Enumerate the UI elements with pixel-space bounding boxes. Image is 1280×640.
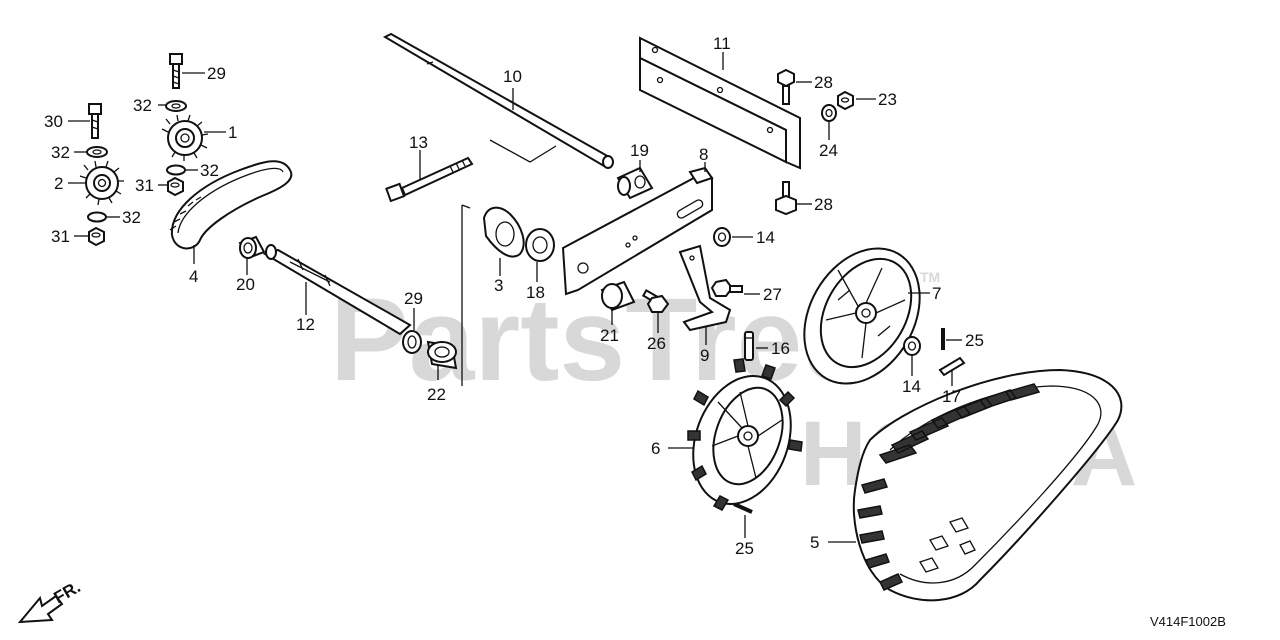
callout-25-lower: 25 [735,539,754,558]
callout-20: 20 [236,275,255,294]
part-2-sprocket [79,160,124,206]
part-30-bolt-top [169,53,183,89]
callout-16: 16 [771,339,790,358]
part-11-bracket [639,36,801,170]
callout-25-upper: 25 [965,331,984,350]
callout-3: 3 [494,276,503,295]
callout-23: 23 [878,90,897,109]
callout-32-top: 32 [133,96,152,115]
front-direction-arrow: FR. [17,577,84,624]
callout-6: 6 [651,439,660,458]
callout-1: 1 [228,123,237,142]
callout-labels: 29 32 1 32 31 30 32 2 32 31 4 20 12 29 2… [44,34,984,558]
callout-28-lower: 28 [814,195,833,214]
callout-7: 7 [932,284,941,303]
part-13-bolt [385,156,474,203]
part-28-bolt-upper [777,68,795,105]
part-4-chain [169,160,293,250]
part-17-axle-pin [938,356,966,377]
callout-12: 12 [296,315,315,334]
callout-9: 9 [700,346,709,365]
part-14-washer-lower [903,336,921,356]
part-5-track [852,368,1123,602]
part-10-long-shaft [382,32,614,169]
part-25-pin-lower [733,502,753,514]
part-18-bearing [525,228,555,262]
callout-19: 19 [630,141,649,160]
part-1-sprocket [161,114,209,161]
callout-30-top: 29 [207,64,226,83]
callout-14-lower: 14 [902,377,921,396]
callout-11: 11 [713,34,731,53]
part-24-washer [821,104,837,122]
callout-18: 18 [526,283,545,302]
callout-30-left: 30 [44,112,63,131]
part-31-nut-lower [88,226,105,247]
callout-32-left: 32 [51,143,70,162]
part-12-shaft [262,244,412,336]
part-14-washer [713,227,731,247]
callout-31-lower: 31 [51,227,70,246]
callout-29: 29 [404,289,423,308]
part-32-washer [165,100,187,112]
part-27-bolt [710,278,743,297]
callout-14-upper: 14 [756,228,775,247]
part-29-clamp [402,330,422,354]
part-9-plate [678,244,732,332]
part-23-nut [837,90,854,111]
callout-24: 24 [819,141,838,160]
callout-2: 2 [54,174,63,193]
callout-17: 17 [942,387,961,406]
callout-32-mid: 32 [200,161,219,180]
callout-28-upper: 28 [814,73,833,92]
callout-13: 13 [409,133,428,152]
leader-lines [68,52,962,543]
callout-26: 26 [647,334,666,353]
watermark-trademark: TM [920,269,940,285]
callout-21: 21 [600,326,619,345]
part-30-bolt-left [88,103,102,139]
part-7-idler-wheel [803,247,921,385]
part-16-pin [744,331,754,361]
part-6-drive-wheel [687,358,803,511]
part-8-swing-arm [561,166,714,296]
part-28-bolt-lower [775,181,797,216]
part-22-bushing [426,340,458,370]
callout-32-lower: 32 [122,208,141,227]
callout-22: 22 [427,385,446,404]
part-20-bushing [238,235,266,260]
callout-4: 4 [189,267,198,286]
part-31-nut [167,176,184,197]
callout-10: 10 [503,67,522,86]
callout-5: 5 [810,533,819,552]
part-3-flange [461,204,525,386]
part-19-sleeve [616,166,654,200]
callout-8: 8 [699,145,708,164]
part-21-spacer [600,280,636,312]
callout-31-top: 31 [135,176,154,195]
part-26-bolt [641,289,670,313]
callout-27: 27 [763,285,782,304]
figure-code: V414F1002B [1150,614,1226,629]
